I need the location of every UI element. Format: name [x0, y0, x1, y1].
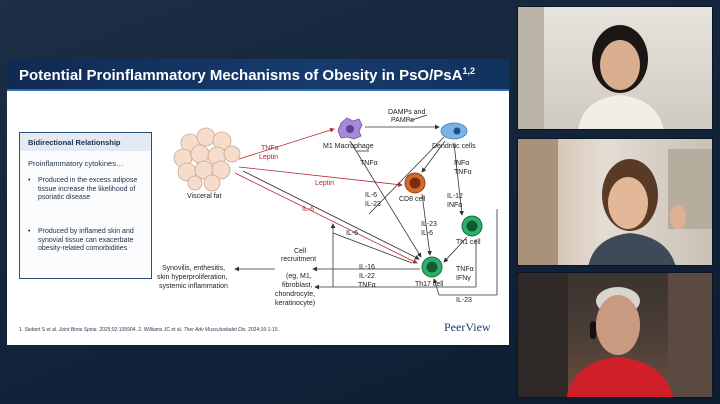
footnote-text: 1. Siebert S et al.: [19, 327, 59, 333]
synovitis-line3: systemic inflammation: [159, 283, 228, 290]
participant-video-feed: [518, 273, 712, 397]
il23-mid-label: IL-23: [421, 221, 437, 228]
peerview-logo: PeerView: [444, 320, 491, 334]
th1-cell-icon: [461, 215, 483, 237]
il22-label: IL-22: [359, 273, 375, 280]
visceral-fat-label: Visceral fat: [187, 193, 222, 200]
infa-label: INFα: [454, 160, 470, 167]
participant-video-feed: [518, 7, 664, 129]
bidirectional-box-subtitle: Proinflammatory cytokines…: [28, 159, 124, 168]
bidirectional-relationship-box: Bidirectional Relationship Proinflammato…: [19, 132, 152, 279]
cell-recruitment-line2: recruitment: [281, 256, 317, 263]
visceral-fat-icon: [173, 127, 241, 192]
bullet-text: Produced by inflamed skin and synovial t…: [38, 228, 134, 253]
participant-video-tile-2[interactable]: [517, 138, 713, 266]
tnfa-left-label: TNFα: [360, 160, 378, 167]
damps-label-line2: PAMPs: [391, 117, 414, 124]
th17-cell-icon: [421, 256, 443, 278]
synovitis-line1: Synovilis, enthesitis,: [162, 265, 226, 272]
footnote-journal: Joint Bone Spine.: [58, 327, 98, 333]
il6-label-red: IL-6: [302, 206, 315, 213]
bidirectional-box-title: Bidirectional Relationship: [20, 133, 151, 151]
cell-recruitment-line1: Cell: [294, 248, 307, 255]
participant-video-tile-3[interactable]: [517, 272, 713, 398]
bullet-item: • Produced in the excess adipose tissue i…: [28, 177, 148, 203]
diagram-arrows: [234, 114, 498, 296]
tnfa-label: TNFα: [261, 145, 279, 152]
il23-bottom-label: IL-23: [456, 297, 472, 304]
footnote-text: 2025;92:105904. 2. Williams JC et al.: [97, 327, 184, 333]
mechanism-diagram: [173, 114, 498, 296]
participant-video-tile-1[interactable]: [517, 6, 713, 130]
il6-mid-label: IL-6: [346, 230, 359, 237]
slide-header: Potential Proinflammatory Mechanisms of …: [7, 59, 509, 91]
leptin-label-mid: Leptin: [315, 180, 335, 187]
bullet-dot-icon: •: [28, 228, 31, 235]
leptin-label: Leptin: [259, 154, 279, 161]
dendritic-cells-label: Dendritic cells: [432, 143, 476, 150]
tnfa-th1-label: TNFα: [456, 266, 474, 273]
infa-label-2: INFα: [447, 202, 463, 209]
cell-recruitment-line3: (eg, M1,: [286, 273, 312, 280]
synovitis-line2: skin hyperproliferation,: [157, 274, 228, 281]
damps-label-line1: DAMPs and: [388, 109, 426, 116]
bullet-text: Produced in the excess adipose tissue in…: [38, 177, 138, 202]
footnote-journal: Ther Adv Musculoskelet Dis.: [183, 327, 247, 333]
footnote-text: 2024;16:1-15.: [246, 327, 279, 333]
slide-title-text: Potential Proinflammatory Mechanisms of …: [19, 67, 463, 84]
m1-macrophage-label: M1 Macrophage: [323, 143, 374, 150]
slide-footnote: 1. Siebert S et al. Joint Bone Spine. 20…: [19, 327, 279, 333]
ifng-label: IFNγ: [456, 275, 471, 282]
il16-label: IL-16: [359, 264, 375, 271]
il6-mid-label-2: IL-6: [421, 230, 434, 237]
participant-video-feed: [518, 139, 712, 265]
cell-recruitment-line4: fibroblast,: [282, 282, 313, 289]
presentation-slide: Potential Proinflammatory Mechanisms of …: [7, 59, 509, 345]
cd8-cell-icon: [404, 172, 426, 194]
bullet-dot-icon: •: [28, 177, 31, 184]
cd8-cell-label: CD8 cell: [399, 196, 426, 203]
th1-cell-label: Th1 cell: [456, 239, 481, 246]
th17-cell-label: Th17 cell: [415, 281, 444, 288]
cell-recruitment-line6: keratinocyte): [275, 300, 316, 307]
bullet-item: • Produced by inflamed skin and synovial …: [28, 228, 148, 254]
il6-label: IL-6: [365, 192, 378, 199]
il23-label: IL-23: [365, 201, 381, 208]
il12-label: IL-12: [447, 193, 463, 200]
tnfa-th17-label: TNFα: [358, 282, 376, 289]
tnfa-right-label: TNFα: [454, 169, 472, 176]
cell-recruitment-line5: chondrocyte,: [275, 291, 316, 298]
dendritic-cell-icon: [440, 122, 468, 140]
slide-title-superscript: 1,2: [462, 66, 475, 76]
m1-macrophage-icon: [337, 117, 363, 140]
slide-title: Potential Proinflammatory Mechanisms of …: [19, 66, 475, 84]
